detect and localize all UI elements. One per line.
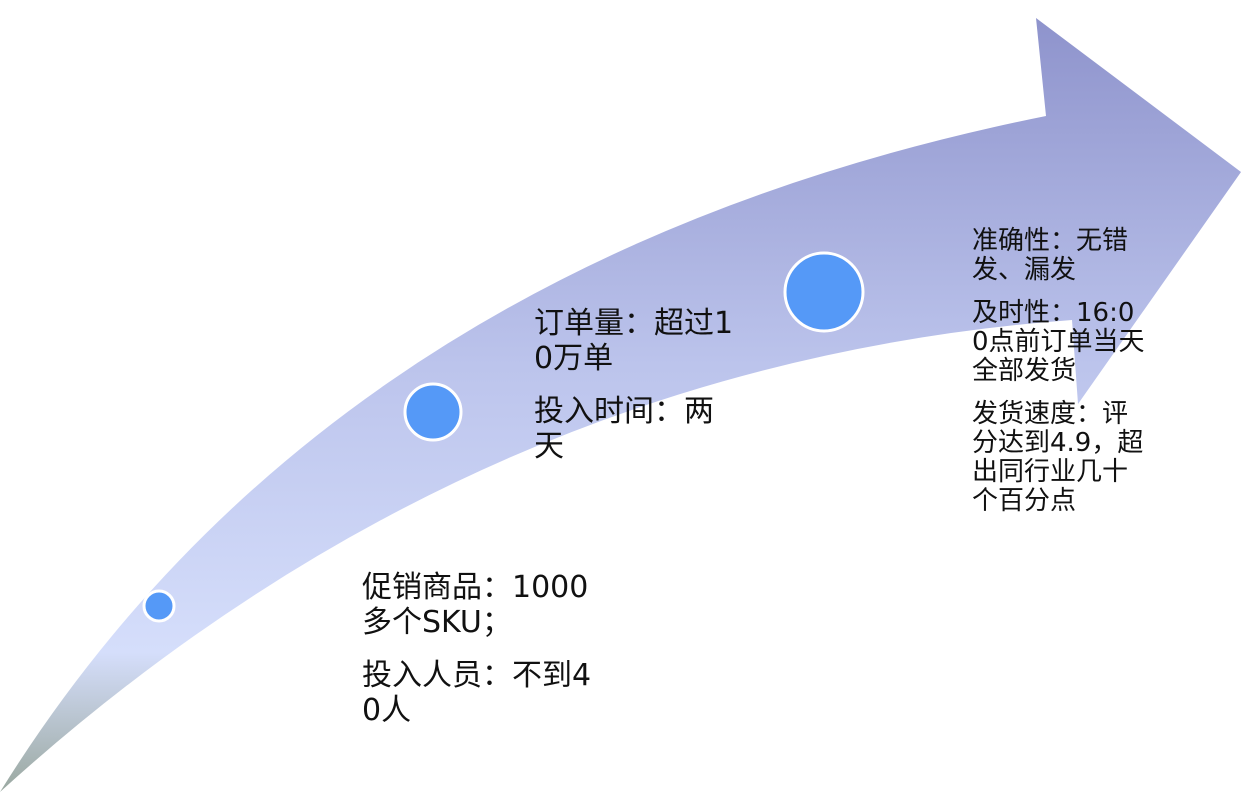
milestone-text-2: 订单量：超过10万单 投入时间：两天 [534, 306, 734, 464]
milestone-marker-3 [783, 251, 865, 333]
milestone-2-line-2: 投入时间：两天 [534, 394, 714, 464]
milestone-text-1: 促销商品：1000多个SKU； 投入人员：不到40人 [362, 570, 602, 728]
milestone-3-line-1: 准确性：无错发、漏发 [972, 226, 1129, 285]
milestone-text-3: 准确性：无错发、漏发 及时性：16:00点前订单当天 全部发货 发货速度：评分达… [972, 227, 1147, 516]
milestone-1-line-2: 投入人员：不到40人 [362, 658, 592, 728]
milestone-1-line-1: 促销商品：1000多个SKU； [362, 570, 589, 640]
milestone-3-line-3: 发货速度：评分达到4.9，超 出同行业几十个百分点 [972, 399, 1204, 516]
milestone-marker-2 [403, 382, 463, 442]
milestone-2-line-1: 订单量：超过10万单 [534, 306, 734, 376]
milestone-3-line-2: 及时性：16:00点前订单当天 全部发货 [972, 298, 1179, 386]
curved-arrow-shape [0, 18, 1241, 792]
milestone-marker-1 [142, 589, 176, 623]
